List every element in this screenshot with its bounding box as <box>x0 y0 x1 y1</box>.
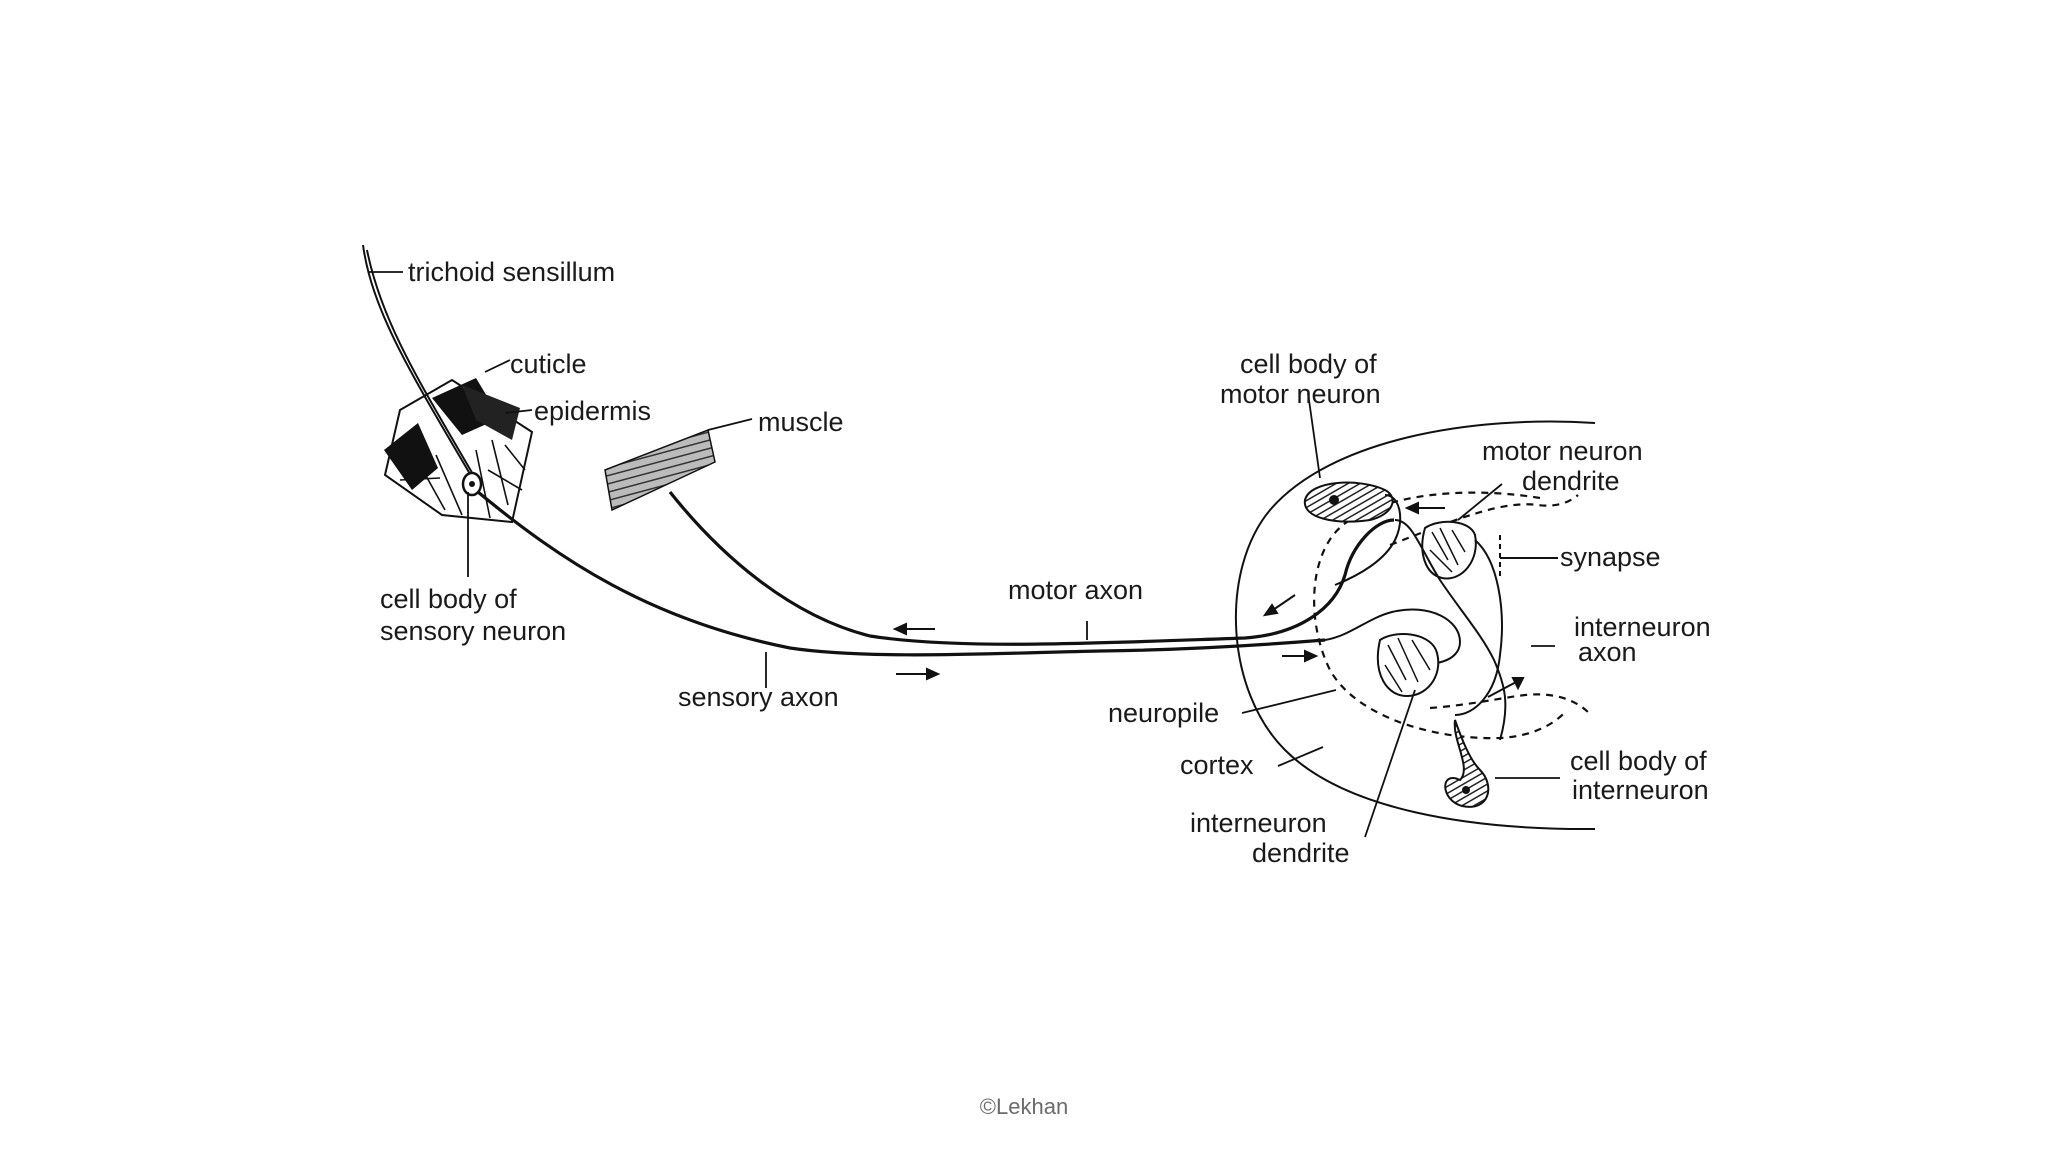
label-interneuron-dendrite-line1: interneuron <box>1190 808 1327 838</box>
sensory-axon-line <box>476 490 1326 657</box>
synapse-bracket <box>1499 535 1558 580</box>
interneuron-cell-body <box>1444 719 1490 808</box>
label-neuropile: neuropile <box>1108 698 1219 728</box>
label-sensory-axon: sensory axon <box>678 682 839 712</box>
motor-axon-line <box>668 491 1395 646</box>
label-cell-body-sensory-line2: sensory neuron <box>380 616 566 646</box>
leader-lines <box>368 271 1560 838</box>
label-motor-dendrite-line2: dendrite <box>1522 466 1620 496</box>
credit-text: ©Lekhan <box>979 1094 1069 1119</box>
ganglion-outline <box>1234 420 1596 831</box>
label-cell-body-interneuron-line1: cell body of <box>1570 746 1707 776</box>
label-epidermis: epidermis <box>534 396 651 426</box>
label-motor-axon: motor axon <box>1008 575 1143 605</box>
interneuron-dendrite <box>1376 633 1440 698</box>
muscle-block <box>604 428 716 512</box>
label-interneuron-axon-line1: interneuron <box>1574 612 1711 642</box>
label-cell-body-motor-line2: motor neuron <box>1220 379 1381 409</box>
label-motor-dendrite-line1: motor neuron <box>1482 436 1643 466</box>
motor-neuron-cell-body <box>1303 481 1394 523</box>
label-interneuron-axon-line2: axon <box>1578 637 1637 667</box>
label-cortex: cortex <box>1180 750 1254 780</box>
signal-arrows <box>892 501 1525 698</box>
label-trichoid-sensillum: trichoid sensillum <box>408 257 615 287</box>
trichoid-sensillum-hair <box>362 244 471 475</box>
label-cuticle: cuticle <box>510 349 587 379</box>
label-muscle: muscle <box>758 407 844 437</box>
label-interneuron-dendrite-line2: dendrite <box>1252 838 1350 868</box>
label-cell-body-interneuron-line2: interneuron <box>1572 775 1709 805</box>
label-cell-body-motor-line1: cell body of <box>1240 349 1377 379</box>
label-synapse: synapse <box>1560 542 1661 572</box>
label-cell-body-sensory-line1: cell body of <box>380 584 517 614</box>
motor-dendrite <box>1421 520 1477 580</box>
